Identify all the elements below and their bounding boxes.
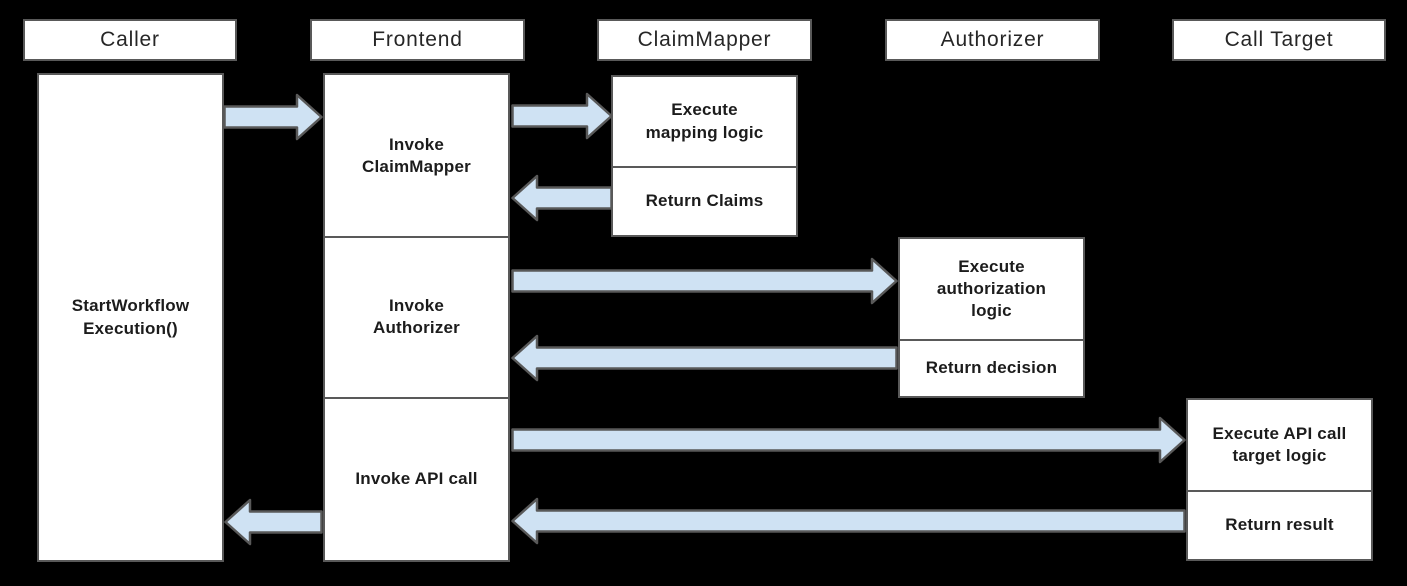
activity-return-result: Return result [1188, 489, 1371, 559]
activity-execute-mapping-logic: Execute mapping logic [645, 100, 764, 142]
lifeline-header-claimmapper: ClaimMapper [597, 19, 812, 61]
lifeline-header-authorizer: Authorizer [885, 19, 1100, 61]
arrow-frontend-to-caller [224, 498, 323, 546]
arrow-frontend-to-authorizer [511, 257, 898, 305]
arrow-claimmapper-to-frontend [511, 174, 613, 222]
arrow-calltarget-to-frontend [511, 497, 1186, 545]
activity-start-workflow-execution: StartWorkflow Execution() [71, 296, 190, 338]
activity-invoke-claimmapper: Invoke ClaimMapper [362, 134, 471, 176]
activity-invoke-api-call: Invoke API call [325, 396, 508, 560]
lifeline-header-caller: Caller [23, 19, 237, 61]
lifeline-header-frontend: Frontend [310, 19, 525, 61]
activity-call-target: Execute API call target logic Return res… [1186, 398, 1373, 561]
activity-frontend: Invoke ClaimMapper Invoke Authorizer Inv… [323, 73, 510, 562]
activity-execute-api-call-target-logic: Execute API call target logic [1212, 423, 1347, 465]
arrow-frontend-to-claimmapper [511, 92, 613, 140]
arrow-caller-to-frontend [223, 93, 323, 141]
activity-return-decision: Return decision [900, 338, 1083, 396]
arrow-frontend-to-calltarget [511, 416, 1186, 464]
activity-invoke-authorizer: Invoke Authorizer [325, 236, 508, 396]
activity-claimmapper: Execute mapping logic Return Claims [611, 75, 798, 237]
activity-return-claims: Return Claims [613, 166, 796, 235]
arrow-authorizer-to-frontend [511, 334, 898, 382]
activity-caller: StartWorkflow Execution() [37, 73, 224, 562]
activity-execute-authorization-logic: Execute authorization logic [936, 256, 1047, 320]
activity-authorizer: Execute authorization logic Return decis… [898, 237, 1085, 398]
lifeline-header-call-target: Call Target [1172, 19, 1386, 61]
